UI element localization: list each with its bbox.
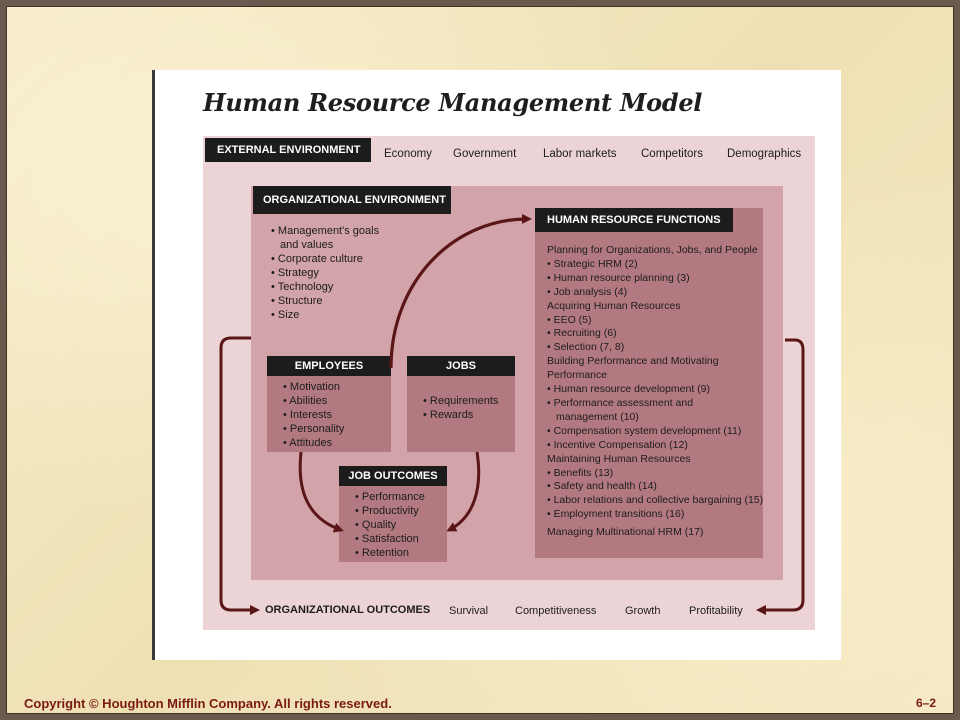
- hr-functions-content: Planning for Organizations, Jobs, and Pe…: [547, 244, 764, 540]
- copyright-footer: Copyright © Houghton Mifflin Company. Al…: [24, 696, 392, 711]
- external-item-demographics: Demographics: [727, 148, 802, 160]
- list-item: • Job analysis (4): [547, 285, 628, 298]
- arc-arrow-to-hr-functions: [389, 213, 532, 369]
- list-item: • Selection (7, 8): [547, 341, 625, 354]
- list-item: • Motivation: [283, 381, 341, 393]
- list-item: • Human resource development (9): [547, 383, 711, 396]
- hr-section-heading: Managing Multinational HRM (17): [547, 526, 704, 539]
- hr-section-heading: Acquiring Human Resources: [547, 299, 681, 312]
- jobs-list: • Requirements • Rewards: [423, 394, 498, 422]
- arrow-jobs-to-job-outcomes: [446, 451, 481, 532]
- list-item: • Size: [271, 309, 300, 321]
- list-item: • Retention: [355, 547, 409, 559]
- hr-functions-box: [535, 208, 763, 558]
- external-item-competitors: Competitors: [641, 148, 703, 160]
- list-item: • Recruiting (6): [547, 327, 617, 340]
- employees-list: • Motivation • Abilities • Interests • P…: [283, 380, 344, 450]
- page-number: 6–2: [915, 696, 936, 710]
- hr-section-heading: Planning for Organizations, Jobs, and Pe…: [547, 244, 758, 256]
- list-item: • Management's goals: [271, 225, 380, 237]
- list-item: • Benefits (13): [547, 466, 614, 479]
- list-item: • Performance assessment and: [547, 396, 694, 409]
- list-item: • Strategy: [271, 267, 319, 279]
- list-item: • Human resource planning (3): [547, 271, 690, 284]
- external-item-government: Government: [453, 148, 517, 160]
- outcome-competitiveness: Competitiveness: [515, 605, 597, 617]
- organizational-outcomes-label: ORGANIZATIONAL OUTCOMES: [265, 604, 431, 616]
- list-item: • Personality: [283, 423, 345, 435]
- external-item-economy: Economy: [384, 148, 432, 160]
- list-item: • Requirements: [423, 395, 499, 407]
- list-item: • Structure: [271, 295, 323, 307]
- hr-functions-label: HUMAN RESOURCE FUNCTIONS: [535, 208, 733, 232]
- list-item: management (10): [556, 410, 639, 423]
- list-item: • Rewards: [423, 409, 474, 421]
- employees-label: EMPLOYEES: [267, 356, 391, 376]
- left-loop-arrow: [219, 336, 260, 615]
- list-item: • Performance: [355, 491, 425, 503]
- organizational-environment-list: • Management's goals and values • Corpor…: [271, 224, 379, 322]
- external-environment-label: EXTERNAL ENVIRONMENT: [205, 138, 371, 162]
- list-item: • Quality: [355, 519, 397, 531]
- list-item: • Technology: [271, 281, 334, 293]
- list-item: • Corporate culture: [271, 253, 363, 265]
- outcome-growth: Growth: [625, 605, 661, 617]
- list-item: and values: [280, 239, 334, 251]
- list-item: • Labor relations and collective bargain…: [547, 494, 764, 507]
- list-item: • Employment transitions (16): [547, 508, 685, 521]
- list-item: • Strategic HRM (2): [547, 257, 638, 270]
- arrow-employees-to-job-outcomes: [298, 451, 344, 533]
- hrm-model-figure: Human Resource Management Model EXTERNAL…: [152, 70, 841, 660]
- connector-arrows: [219, 213, 805, 615]
- list-item: • Incentive Compensation (12): [547, 438, 688, 451]
- organizational-environment-label: ORGANIZATIONAL ENVIRONMENT: [253, 186, 451, 214]
- right-loop-arrow: [756, 338, 805, 615]
- hr-section-heading: Building Performance and Motivating: [547, 355, 719, 368]
- outcome-profitability: Profitability: [689, 605, 743, 617]
- list-item: • Compensation system development (11): [547, 424, 742, 437]
- job-outcomes-label: JOB OUTCOMES: [339, 466, 447, 486]
- job-outcomes-list: • Performance • Productivity • Quality •…: [355, 490, 425, 560]
- outcome-survival: Survival: [449, 605, 489, 617]
- list-item: • EEO (5): [547, 313, 592, 326]
- hr-section-heading: Performance: [547, 369, 608, 382]
- list-item: • Safety and health (14): [547, 480, 657, 493]
- jobs-label: JOBS: [407, 356, 515, 376]
- list-item: • Attitudes: [283, 437, 333, 449]
- hr-section-heading: Maintaining Human Resources: [547, 452, 691, 465]
- figure-title: Human Resource Management Model: [203, 88, 703, 117]
- external-item-labor-markets: Labor markets: [543, 148, 617, 160]
- list-item: • Abilities: [283, 395, 328, 407]
- list-item: • Productivity: [355, 505, 419, 517]
- list-item: • Interests: [283, 409, 333, 421]
- list-item: • Satisfaction: [355, 533, 419, 545]
